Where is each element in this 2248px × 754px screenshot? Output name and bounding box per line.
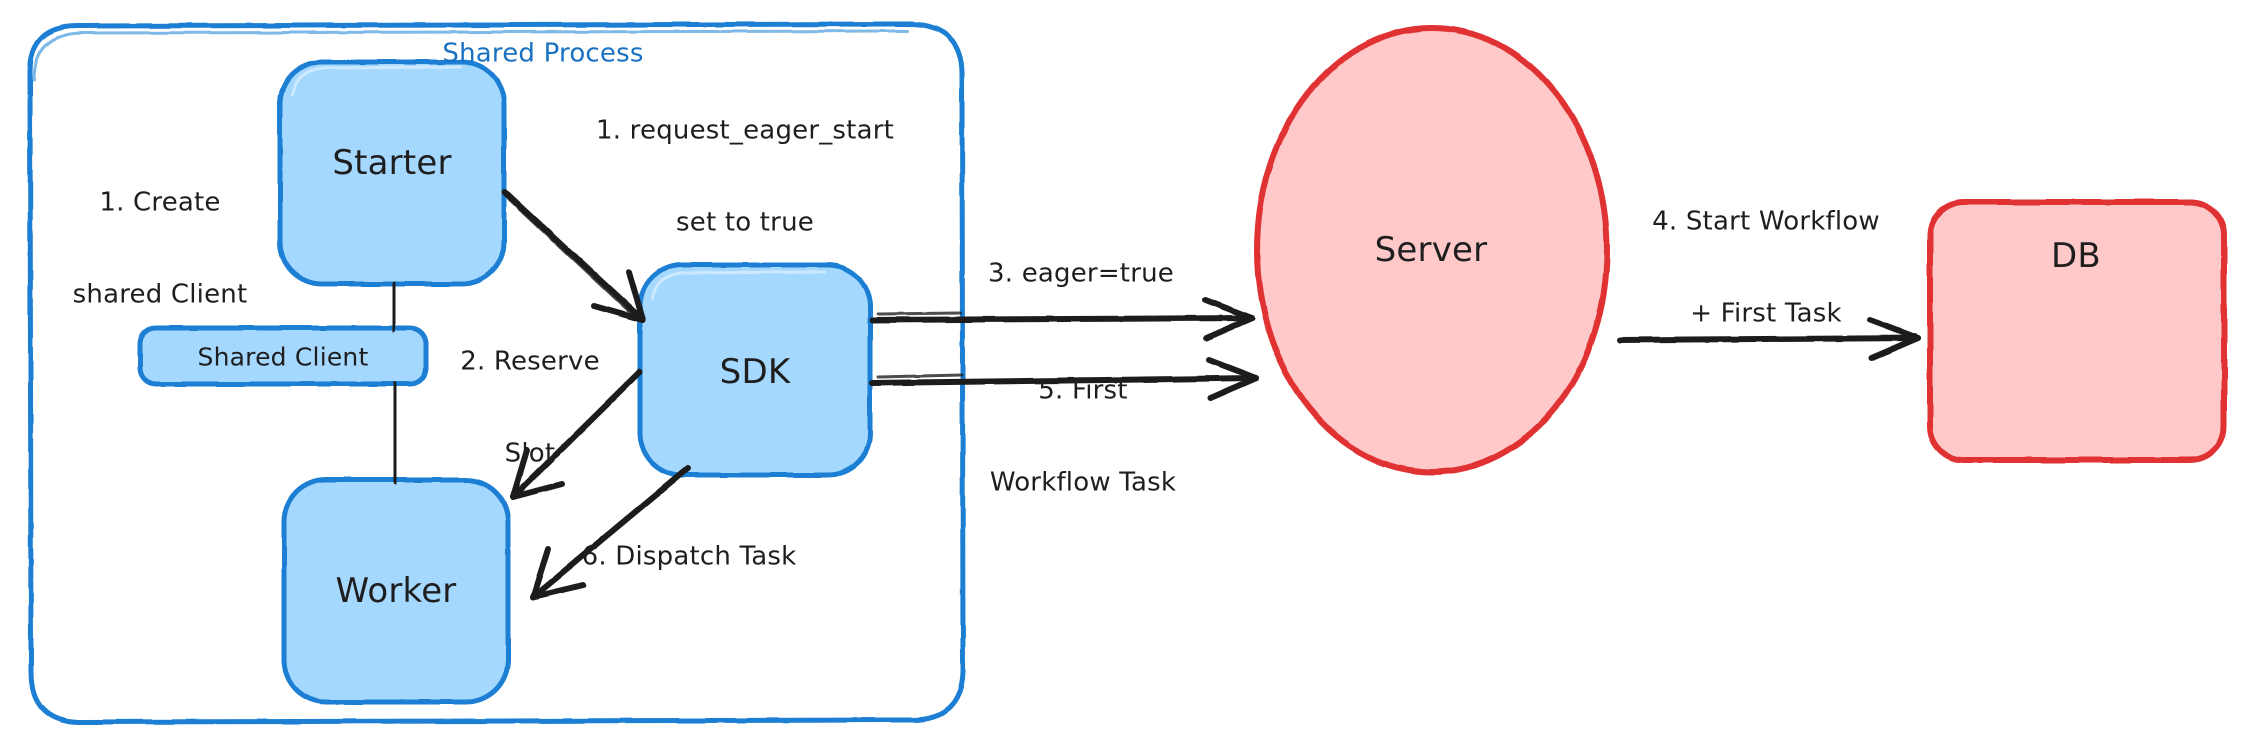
shared-process-border <box>27 21 966 725</box>
edge-server-db-arrowhead <box>1867 317 1921 361</box>
shared-client-shape <box>137 325 429 387</box>
edge-sdk-server-first-task <box>869 357 1259 401</box>
edge-sdk-worker-dispatch <box>530 465 691 600</box>
edge-starter-shared-client <box>390 281 398 333</box>
edge-sdk-server-first-task-line-sketch <box>876 373 964 379</box>
edge-server-db-line <box>1617 335 1921 343</box>
edge-sdk-server-first-task-line <box>869 375 1259 386</box>
worker-shape <box>281 477 511 705</box>
sdk-highlight <box>650 270 827 301</box>
edge-starter-sdk-line-sketch <box>507 197 639 321</box>
sdk-shape <box>637 262 873 478</box>
edge-sdk-server-eager-line-sketch <box>876 311 962 316</box>
node-sdk[interactable] <box>637 262 873 478</box>
starter-highlight <box>290 65 463 97</box>
node-starter[interactable] <box>277 59 507 287</box>
edge-sdk-worker-reserve-line <box>510 369 643 500</box>
edge-sdk-server-first-task-arrowhead <box>1206 357 1259 401</box>
edge-shared-client-worker <box>391 381 399 485</box>
node-db[interactable] <box>1927 199 2227 463</box>
edge-sdk-server-eager-arrowhead <box>1202 297 1255 341</box>
node-server[interactable] <box>1254 25 1610 475</box>
edge-shared-client-worker-line <box>391 381 399 485</box>
edge-sdk-worker-reserve-arrowhead <box>510 447 565 500</box>
edge-sdk-server-eager-line <box>869 315 1255 323</box>
edge-sdk-worker-reserve <box>510 369 643 500</box>
shared-process-group <box>27 21 966 725</box>
edge-starter-shared-client-line <box>390 281 398 333</box>
shared-process-border-sketch <box>32 29 910 82</box>
edge-starter-sdk-arrowhead <box>591 269 646 323</box>
edge-sdk-worker-dispatch-arrowhead <box>530 546 586 600</box>
edge-starter-sdk <box>502 189 646 323</box>
node-shared-client[interactable] <box>137 325 429 387</box>
edge-server-db <box>1617 317 1921 361</box>
edge-sdk-worker-dispatch-line <box>530 465 691 600</box>
db-shape <box>1927 199 2227 463</box>
node-worker[interactable] <box>281 477 511 705</box>
server-shape <box>1254 25 1610 475</box>
edge-starter-sdk-line <box>502 189 646 323</box>
edge-sdk-server-eager <box>869 297 1255 341</box>
starter-shape <box>277 59 507 287</box>
